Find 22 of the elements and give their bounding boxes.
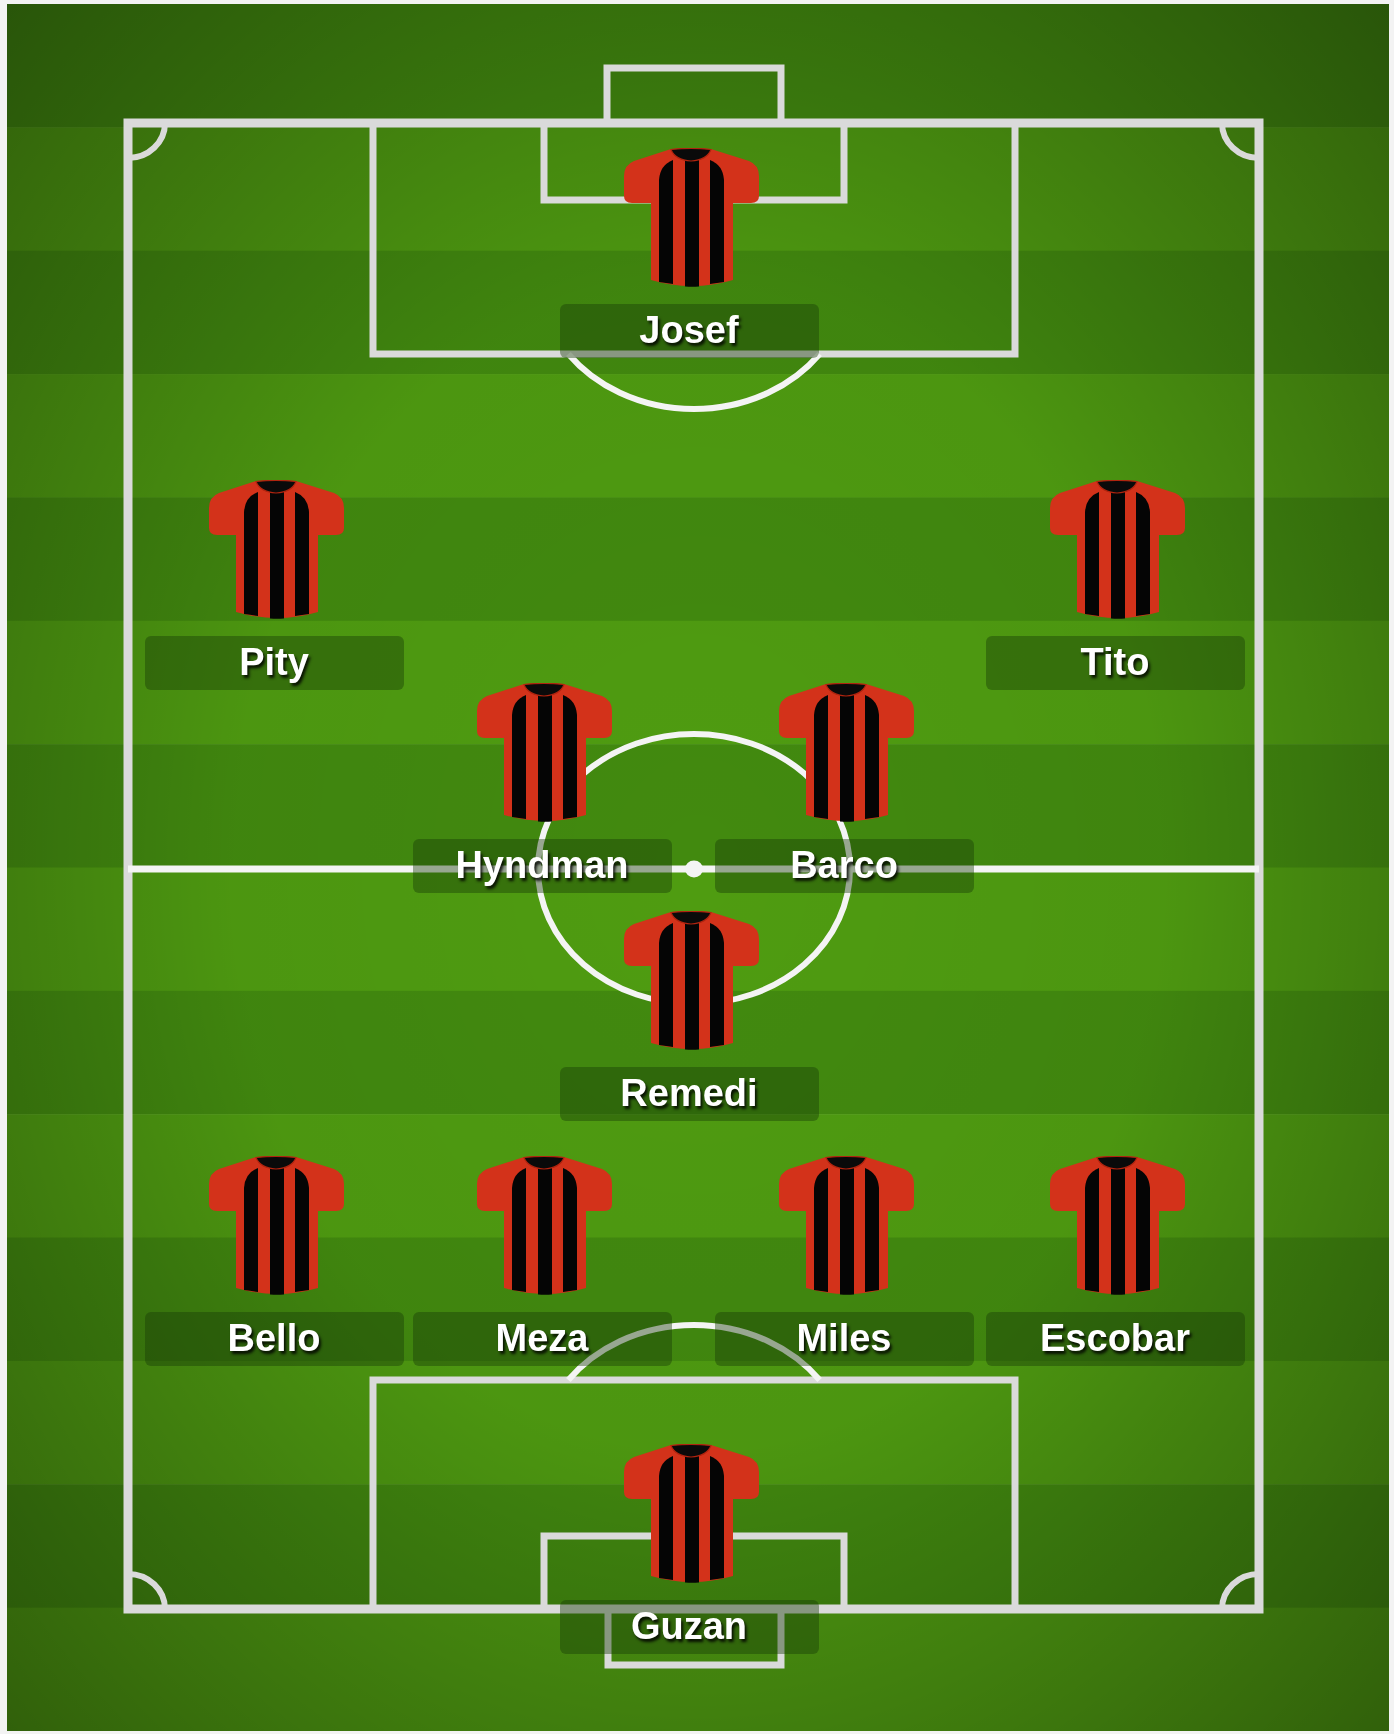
name-plate — [144, 1312, 404, 1366]
player-name: Tito — [1080, 643, 1150, 683]
player-name: Guzan — [630, 1607, 748, 1647]
player-name: Barco — [790, 846, 898, 886]
player-name: Hyndman — [455, 846, 629, 886]
name-plate — [559, 304, 819, 358]
name-plate — [714, 839, 974, 893]
name-plate — [412, 839, 672, 893]
name-plate — [985, 636, 1245, 690]
name-plate — [559, 1067, 819, 1121]
name-plate — [412, 1312, 672, 1366]
name-plate — [985, 1312, 1245, 1366]
player-name: Bello — [227, 1319, 321, 1359]
player-name: Escobar — [1040, 1319, 1190, 1359]
player-name: Josef — [639, 311, 739, 351]
name-plate — [714, 1312, 974, 1366]
name-plate — [559, 1600, 819, 1654]
player-name: Meza — [495, 1319, 589, 1359]
player-name: Pity — [239, 643, 309, 683]
name-plate — [144, 636, 404, 690]
player-name: Remedi — [620, 1074, 758, 1114]
player-name: Miles — [796, 1319, 892, 1359]
